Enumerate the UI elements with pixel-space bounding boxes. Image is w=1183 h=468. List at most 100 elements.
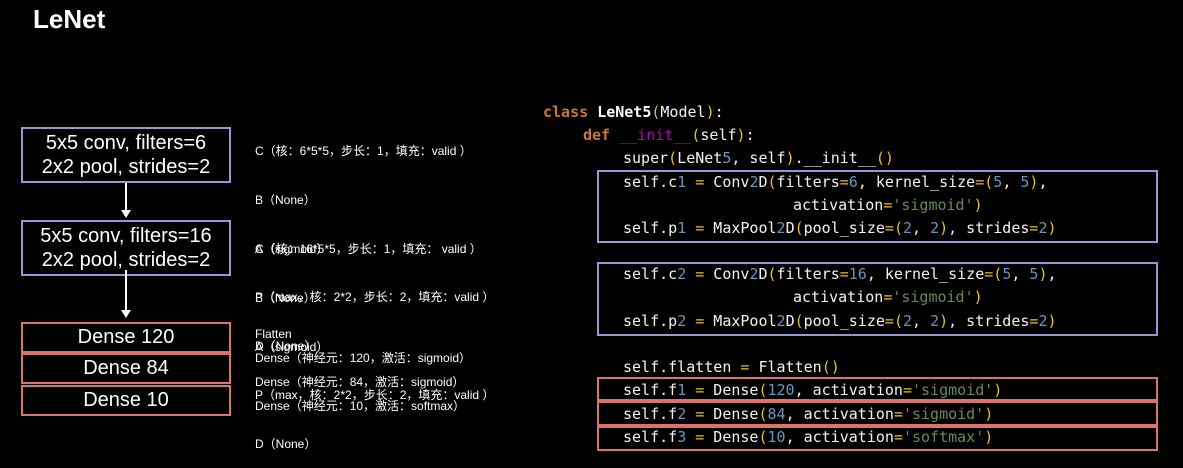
code-number: 1 (677, 219, 687, 237)
annotation-line: B（None） (255, 291, 316, 306)
code-operator: ( (758, 381, 768, 399)
code-number: 6 (848, 173, 858, 191)
arrow-down-icon (121, 310, 131, 318)
code-operator: = (695, 173, 705, 191)
code-box-f1 (597, 377, 1158, 401)
annotation-line: D（None） (255, 338, 317, 353)
code-string: 'sigmoid' (912, 381, 994, 399)
code-operator: = (740, 358, 750, 376)
code-number: 2 (930, 312, 940, 330)
conv-block-1-line-1: 5x5 conv, filters=6 (45, 132, 207, 154)
code-number: 5 (1029, 265, 1039, 283)
code-operator: = (1029, 312, 1039, 330)
code-paren: ) (705, 103, 715, 121)
code-number: 10 (767, 428, 786, 446)
conv-block-2: 5x5 conv, filters=16 2x2 pool, strides=2 (21, 220, 231, 276)
code-operator: ) (939, 312, 949, 330)
page-title: LeNet (33, 4, 106, 34)
code-operator: ( (767, 265, 777, 283)
annotation-line: D（None） (255, 436, 317, 451)
conv-block-2-line-2: 2x2 pool, strides=2 (41, 249, 211, 271)
arrow-line-2 (125, 270, 127, 311)
code-operator: = (695, 265, 705, 283)
annotation-line: A（sigmoid） (255, 339, 329, 354)
code-operator: ) (939, 219, 949, 237)
code-c2-line-2: activation='sigmoid') (793, 288, 983, 306)
code-keyword: class (543, 103, 589, 121)
code-operator: ( (668, 149, 678, 167)
code-operator: ) (830, 358, 840, 376)
code-operator: = (695, 381, 705, 399)
code-operator: = (984, 265, 994, 283)
code-operator: ) (1047, 219, 1057, 237)
code-box-f3 (597, 426, 1158, 451)
code-operator: = (1029, 219, 1039, 237)
arrow-line-1 (125, 183, 127, 211)
conv-block-1: 5x5 conv, filters=6 2x2 pool, strides=2 (21, 127, 231, 183)
code-operator: = (975, 173, 985, 191)
code-param: self (700, 126, 737, 144)
code-number: 120 (767, 381, 795, 399)
code-paren: ( (651, 103, 661, 121)
code-operator: = (839, 265, 849, 283)
code-number: 2 (1038, 312, 1048, 330)
code-operator: ( (794, 219, 804, 237)
code-operator: = (695, 405, 705, 423)
code-operator: ) (973, 288, 983, 306)
code-paren: ) (736, 126, 746, 144)
code-operator: = (902, 381, 912, 399)
code-c2-line-1: self.c2 = Conv2D(filters=16, kernel_size… (623, 265, 1057, 283)
code-number: 1 (677, 381, 687, 399)
code-operator: ( (758, 428, 768, 446)
code-number: 5 (722, 149, 732, 167)
code-operator: ) (993, 381, 1003, 399)
code-number: 16 (848, 265, 867, 283)
code-flatten-line: self.flatten = Flatten() (623, 358, 840, 376)
code-def-line: def __init__(self): (583, 126, 755, 144)
code-operator: ( (893, 312, 903, 330)
code-base-class: Model (660, 103, 706, 121)
code-operator: ( (767, 173, 777, 191)
annotation-dense-120: Dense（神经元：120，激活：sigmoid） (255, 351, 472, 365)
code-number: 2 (1038, 219, 1048, 237)
annotation-dense-10: Dense（神经元：10，激活：softmax） (255, 399, 466, 413)
code-number: 2 (677, 312, 687, 330)
annotation-line: C（核：16*5*5，步长：1，填充： valid ） (255, 242, 482, 257)
code-operator: ( (758, 405, 768, 423)
code-number: 2 (902, 219, 912, 237)
code-operator: = (695, 312, 705, 330)
annotation-dense-84: Dense（神经元：84，激活：sigmoid） (255, 375, 465, 389)
code-box-f2 (597, 401, 1158, 426)
code-operator: ) (785, 149, 795, 167)
code-p2-line: self.p2 = MaxPool2D(pool_size=(2, 2), st… (623, 312, 1057, 330)
code-string: 'sigmoid' (892, 196, 974, 214)
code-operator: ( (821, 358, 831, 376)
code-operator: ( (993, 265, 1003, 283)
code-p1-line: self.p1 = MaxPool2D(pool_size=(2, 2), st… (623, 219, 1057, 237)
code-operator: ) (984, 428, 994, 446)
code-f3-line: self.f3 = Dense(10, activation='softmax'… (623, 428, 994, 446)
code-string: 'softmax' (902, 428, 985, 446)
annotation-group-2: C（核：16*5*5，步长：1，填充： valid ） B（None） A（si… (255, 209, 494, 468)
arrow-down-icon (121, 210, 131, 218)
code-operator: ( (893, 219, 903, 237)
code-box-conv2 (597, 262, 1158, 336)
code-c1-line-2: activation='sigmoid') (793, 196, 983, 214)
annotation-line: P（max，核：2*2，步长：2，填充：valid ） (255, 388, 495, 403)
dense-block-10: Dense 10 (21, 385, 231, 416)
code-string: 'sigmoid' (902, 405, 985, 423)
code-operator: = (893, 405, 903, 423)
code-operator: = (884, 312, 894, 330)
conv-block-1-line-2: 2x2 pool, strides=2 (41, 156, 211, 178)
code-number: 5 (1002, 265, 1012, 283)
code-number: 1 (677, 173, 687, 191)
code-f2-line: self.f2 = Dense(84, activation='sigmoid'… (623, 405, 994, 423)
code-operator: = (883, 196, 893, 214)
code-operator: = (695, 428, 705, 446)
code-func-name: __init__ (619, 126, 692, 144)
code-keyword: def (583, 126, 611, 144)
code-number: 2 (677, 405, 687, 423)
code-number: 2 (749, 173, 759, 191)
code-number: 3 (677, 428, 687, 446)
code-operator: = (839, 173, 849, 191)
